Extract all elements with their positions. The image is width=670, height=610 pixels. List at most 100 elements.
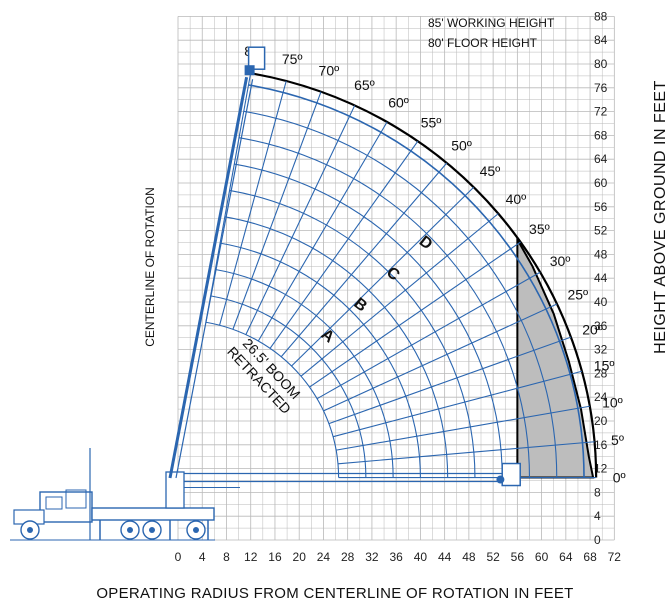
x-tick-label: 44	[438, 550, 452, 564]
wheel-hub	[27, 527, 33, 533]
y-tick-label: 72	[594, 105, 608, 119]
angle-ray	[269, 140, 419, 349]
x-tick-label: 36	[389, 550, 403, 564]
y-tick-label: 32	[594, 343, 608, 357]
angle-label: 20º	[582, 321, 603, 337]
angle-label: 30º	[550, 253, 571, 269]
y-tick-label: 88	[594, 9, 608, 23]
shaded-region-polygon	[516, 235, 595, 479]
y-tick-label: 28	[594, 366, 608, 380]
y-tick-label: 56	[594, 200, 608, 214]
y-tick-label: 64	[594, 152, 608, 166]
x-tick-label: 12	[244, 550, 258, 564]
angle-ray	[291, 186, 475, 367]
truck-window	[45, 496, 63, 510]
y-tick-label: 16	[594, 438, 608, 452]
angle-label: 50º	[451, 138, 472, 154]
working-height-note: 85' WORKING HEIGHT	[428, 16, 555, 30]
wheel-hub	[127, 527, 133, 533]
wheel-hub	[149, 527, 155, 533]
y-tick-label: 4	[594, 509, 601, 523]
angle-label: 65º	[354, 77, 375, 93]
y-tick-label: 0	[594, 533, 601, 547]
angle-label: 5º	[611, 432, 624, 448]
angle-ray	[336, 405, 590, 451]
raised-boom-inner	[175, 79, 254, 479]
x-tick-label: 0	[175, 550, 182, 564]
angle-ray	[332, 370, 583, 438]
angle-ray	[323, 303, 558, 412]
x-tick-label: 64	[559, 550, 573, 564]
angle-ray	[232, 91, 322, 330]
angle-label: 60º	[388, 94, 409, 110]
platform-horizontal	[501, 462, 521, 487]
y-tick-label: 20	[594, 414, 608, 428]
zone-label: B	[350, 295, 370, 316]
centerline-label: CENTERLINE OF ROTATION	[143, 187, 157, 347]
x-tick-label: 32	[365, 550, 379, 564]
y-axis-title: HEIGHT ABOVE GROUND IN FEET	[652, 80, 669, 354]
platform-raised	[247, 46, 266, 70]
angle-label: 25º	[567, 286, 588, 302]
angle-ray	[309, 241, 521, 388]
angle-label: 70º	[319, 62, 340, 78]
truck-bed	[91, 507, 215, 521]
x-tick-label: 68	[583, 550, 597, 564]
x-tick-label: 56	[511, 550, 525, 564]
wheel-hub	[193, 527, 199, 533]
raised-boom	[168, 76, 249, 479]
x-tick-label: 4	[199, 550, 206, 564]
x-tick-label: 20	[293, 550, 307, 564]
turret	[165, 471, 185, 509]
shaded-capacity-region	[516, 235, 595, 479]
y-tick-label: 68	[594, 128, 608, 142]
angle-label: 0º	[613, 470, 626, 486]
y-tick-label: 36	[594, 319, 608, 333]
y-tick-label: 84	[594, 33, 608, 47]
platform-joint	[244, 65, 255, 76]
y-tick-label: 24	[594, 390, 608, 404]
x-tick-label: 72	[608, 550, 622, 564]
x-tick-label: 24	[317, 550, 331, 564]
angle-label: 55º	[421, 115, 442, 131]
x-tick-label: 28	[341, 550, 355, 564]
chart-labels: 85' WORKING HEIGHT 80' FLOOR HEIGHT CENT…	[96, 16, 669, 602]
angle-label: 45º	[480, 163, 501, 179]
x-tick-label: 48	[462, 550, 476, 564]
angle-ray	[280, 162, 448, 358]
angle-ray	[337, 441, 595, 465]
y-tick-label: 48	[594, 247, 608, 261]
y-tick-label: 40	[594, 295, 608, 309]
x-axis-title: OPERATING RADIUS FROM CENTERLINE OF ROTA…	[96, 585, 573, 602]
angle-label: 15º	[594, 357, 615, 373]
angle-ray	[316, 271, 541, 400]
truck-illustration	[10, 46, 521, 541]
angle-label: 35º	[529, 221, 550, 237]
floor-height-note: 80' FLOOR HEIGHT	[428, 36, 538, 50]
y-tick-label: 76	[594, 81, 608, 95]
angle-ray	[245, 105, 356, 335]
angle-ray	[328, 336, 572, 425]
y-tick-label: 60	[594, 176, 608, 190]
x-tick-label: 52	[486, 550, 500, 564]
boom-retracted-label: 26.5' BOOM RETRACTED	[224, 335, 303, 417]
platform-horizontal-joint	[496, 475, 505, 484]
zone-label: C	[383, 264, 403, 285]
angle-label: 75º	[282, 51, 303, 67]
y-tick-label: 52	[594, 224, 608, 238]
angle-ray	[219, 80, 287, 326]
y-tick-label: 8	[594, 485, 601, 499]
y-tick-label: 80	[594, 57, 608, 71]
y-tick-label: 12	[594, 462, 608, 476]
x-tick-label: 8	[223, 550, 230, 564]
y-tick-label: 44	[594, 271, 608, 285]
zone-label: A	[318, 326, 338, 347]
x-tick-label: 40	[414, 550, 428, 564]
angle-label: 10º	[602, 394, 623, 410]
x-tick-label: 16	[268, 550, 282, 564]
angle-ray	[257, 121, 388, 342]
x-tick-label: 60	[535, 550, 549, 564]
angle-label: 40º	[506, 191, 527, 207]
